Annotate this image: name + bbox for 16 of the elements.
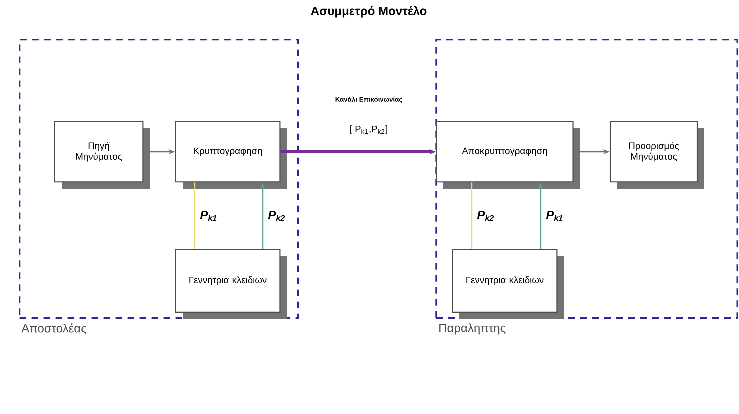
process-box: Γεννητρια κλειδιων	[175, 249, 287, 320]
region-label: Παραληπτης	[440, 324, 506, 335]
region-label: Αποστολέας	[22, 324, 87, 335]
process-box: Πηγή Μηνύματος	[54, 121, 150, 190]
process-box: Προορισμός Μηνύματος	[610, 121, 704, 190]
edge-label: P$_{k2}$	[266, 210, 288, 222]
edge-label: P$_{k2}$	[476, 210, 496, 222]
process-box: Αποκρυπτογραφηση	[436, 121, 580, 190]
diagram-title: Ασυμμετρό Μοντέλο	[311, 6, 427, 18]
edge-label: P$_{k1}$	[198, 210, 220, 222]
dashed-region	[436, 39, 738, 319]
edge-label: P$_{k1}$	[544, 210, 566, 222]
process-box: Κρυπτογραφηση	[175, 121, 287, 190]
channel-label: [ P$_{k1}$,P$_{k2}$]	[350, 126, 388, 134]
process-box: Γεννητρια κλειδιων	[452, 249, 564, 320]
dashed-region	[19, 39, 299, 319]
